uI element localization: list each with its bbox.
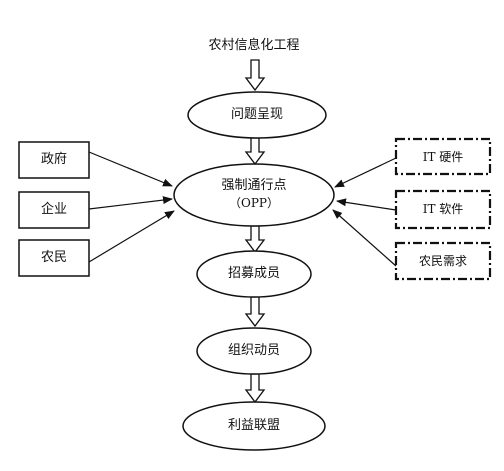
arrow-it-software-to-opp (336, 198, 397, 211)
enterprise-box (18, 191, 90, 229)
hollow-arrow-mobilize-to-alliance (244, 373, 266, 404)
diagram-title: 农村信息化工程 (208, 38, 300, 53)
it-software-box (394, 189, 492, 230)
opp-label-line1: 强制通行点 (221, 178, 287, 193)
government-box (18, 141, 90, 179)
government-label: 政府 (40, 152, 68, 167)
recruit-label: 招募成员 (227, 266, 281, 281)
hollow-arrow-recruit-to-mobilize (244, 296, 266, 328)
arrow-it-hardware-to-opp (334, 157, 397, 188)
hollow-arrow-title-to-problem (244, 59, 266, 92)
it-hardware-box (394, 137, 492, 176)
problem-ellipse (187, 91, 327, 139)
arrow-farmer-demand-to-opp (332, 209, 397, 267)
mobilize-label: 组织动员 (227, 343, 281, 358)
farmer-box (18, 239, 90, 277)
recruit-ellipse (196, 250, 312, 298)
problem-label: 问题呈现 (230, 107, 284, 122)
opp-label-line2: （OPP） (229, 196, 279, 210)
hollow-arrow-problem-to-opp (244, 137, 266, 166)
farmer-demand-box (394, 241, 492, 281)
opp-ellipse (173, 163, 335, 227)
enterprise-label: 企业 (40, 202, 68, 217)
farmer-demand-label: 农民需求 (418, 254, 468, 268)
it-software-label: IT 软件 (422, 202, 464, 216)
mobilize-ellipse (196, 327, 312, 375)
arrow-enterprise-to-opp (88, 196, 173, 210)
alliance-ellipse (182, 401, 326, 451)
arrow-government-to-opp (88, 151, 173, 187)
it-hardware-label: IT 硬件 (422, 150, 464, 164)
hollow-arrow-opp-to-recruit (244, 225, 266, 254)
alliance-label: 利益联盟 (227, 418, 281, 433)
arrow-farmer-to-opp (88, 210, 175, 263)
farmer-label: 农民 (40, 250, 68, 265)
